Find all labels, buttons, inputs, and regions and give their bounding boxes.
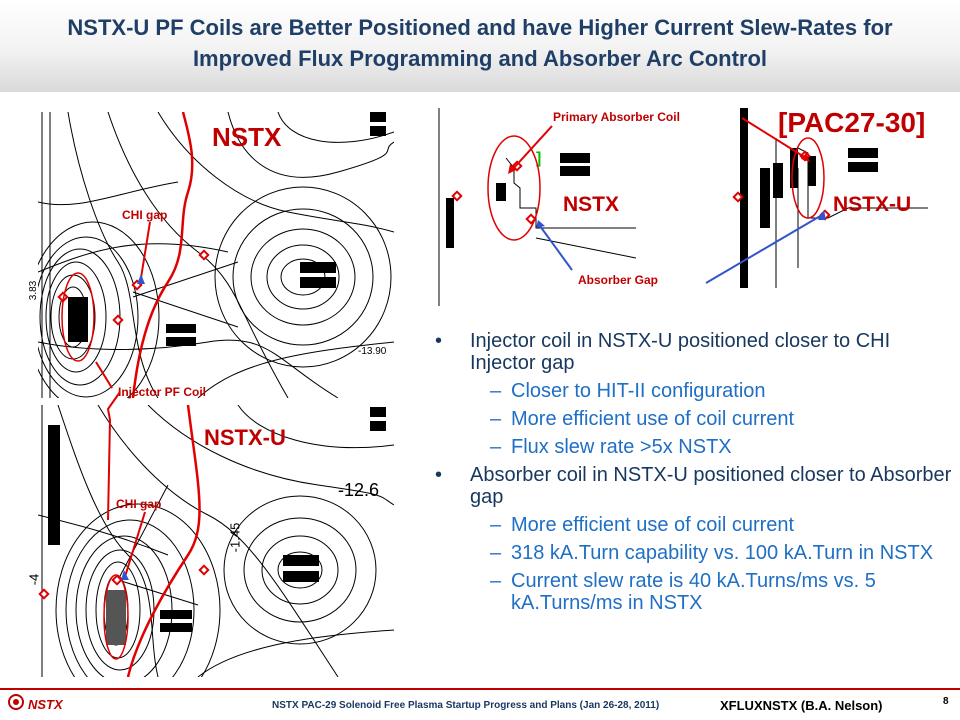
sub-bullet-item: 318 kA.Turn capability vs. 100 kA.Turn i… xyxy=(430,542,955,564)
title-bar: NSTX-U PF Coils are Better Positioned an… xyxy=(0,0,960,92)
slide-title: NSTX-U PF Coils are Better Positioned an… xyxy=(67,15,893,71)
sub-bullet-item: Current slew rate is 40 kA.Turns/ms vs. … xyxy=(430,570,955,614)
sub-bullet-item: More efficient use of coil current xyxy=(430,408,955,430)
sub-bullet-item: Flux slew rate >5x NSTX xyxy=(430,436,955,458)
sub-bullet-item: More efficient use of coil current xyxy=(430,514,955,536)
nstx-flux-plot xyxy=(26,111,395,413)
bullet-list: Injector coil in NSTX-U positioned close… xyxy=(430,330,955,620)
nstx-absorber-diagram: ] xyxy=(436,108,637,306)
chi-gap-bottom-label: CHI gap xyxy=(116,497,162,511)
footer-logo-text: NSTX xyxy=(28,697,63,712)
absorber-gap-label: Absorber Gap xyxy=(578,273,659,287)
footer-divider xyxy=(0,688,960,690)
green-mark-icon: ] xyxy=(536,150,541,167)
nstxu-bottom-label: NSTX-U xyxy=(204,425,286,450)
contour-label-top-right: -13.90 xyxy=(358,346,387,357)
nstxu-absorber-label: NSTX-U xyxy=(833,193,912,216)
nstx-absorber-graphic: ] xyxy=(438,108,637,306)
primary-absorber-coil-label: Primary Absorber Coil xyxy=(553,110,680,124)
footer-right-text: XFLUXNSTX (B.A. Nelson) xyxy=(720,698,883,713)
nstx-top-label: NSTX xyxy=(212,122,282,152)
nstx-absorber-label: NSTX xyxy=(563,193,620,216)
nstxu-flux-plot-graphic xyxy=(37,404,395,717)
nstx-logo-icon xyxy=(8,694,24,710)
pac-reference: [PAC27-30] xyxy=(778,107,926,138)
bullet-item: Absorber coil in NSTX-U positioned close… xyxy=(430,464,955,508)
footer-center-text: NSTX PAC-29 Solenoid Free Plasma Startup… xyxy=(272,700,660,711)
sub-bullet-item: Closer to HIT-II configuration xyxy=(430,380,955,402)
chi-gap-top-label: CHI gap xyxy=(122,208,168,222)
injector-pf-coil-label: Injector PF Coil xyxy=(118,385,207,399)
contour-label-bottom-right: -12.6 xyxy=(338,480,380,500)
page-number: 8 xyxy=(943,696,949,707)
bullet-item: Injector coil in NSTX-U positioned close… xyxy=(430,330,955,374)
nstxu-flux-plot xyxy=(37,404,395,717)
nstx-flux-plot-graphic xyxy=(26,111,395,413)
